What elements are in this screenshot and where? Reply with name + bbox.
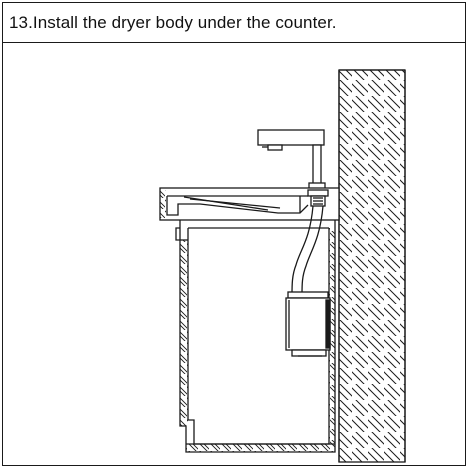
wall-section [338,69,406,463]
dryer-spout-icon [257,129,326,191]
mounting-nut [307,189,329,207]
cabinet [175,220,336,453]
step-title: 13.Install the dryer body under the coun… [9,13,337,32]
counter-top [159,187,340,221]
supply-hose [291,205,324,296]
dryer-body-icon [285,291,331,357]
title-bar: 13.Install the dryer body under the coun… [3,3,465,43]
